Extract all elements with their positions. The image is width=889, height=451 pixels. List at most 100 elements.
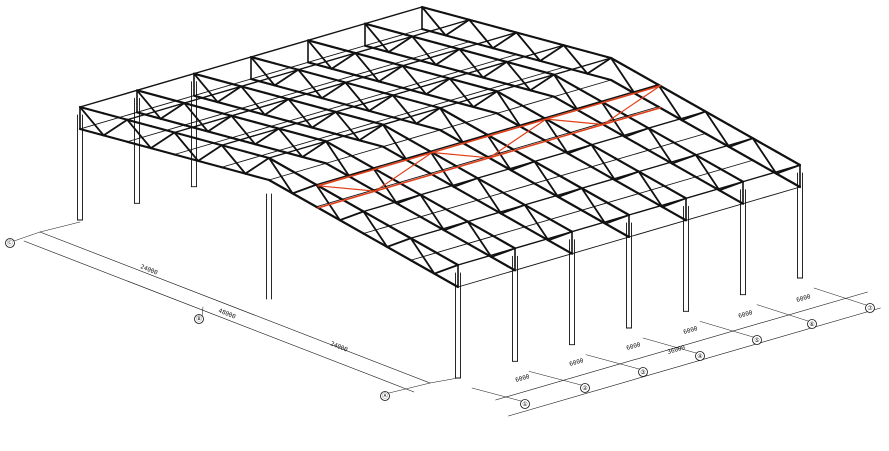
truss-web <box>354 52 380 83</box>
truss-bottom-chord <box>135 111 162 120</box>
brace-diagonal <box>488 118 547 159</box>
truss-top-chord <box>358 117 385 126</box>
truss-bottom-chord <box>751 159 778 175</box>
truss-top-chord <box>387 28 414 38</box>
axis-bubble-a: Ⓐ <box>380 391 390 401</box>
tie <box>268 79 612 181</box>
purlin <box>315 84 659 186</box>
highlighted-bracing <box>317 85 661 209</box>
truss-top-chord <box>609 56 636 73</box>
axis-bubble-7: ⑦ <box>865 303 875 313</box>
truss-bottom-chord <box>434 63 461 73</box>
truss-web <box>580 187 607 225</box>
truss-bottom-chord <box>718 189 745 205</box>
truss-web <box>254 127 280 146</box>
axis-bubble-1: ① <box>520 399 530 409</box>
truss-web <box>411 35 437 66</box>
truss-top-chord <box>192 72 219 82</box>
truss-web <box>173 131 200 162</box>
truss-bottom-chord <box>458 70 485 79</box>
truss-web <box>216 85 243 103</box>
truss-top-chord <box>751 137 778 153</box>
dim-line-short <box>495 291 868 401</box>
brace-bottom <box>488 140 547 159</box>
dim-ext-short <box>699 321 754 338</box>
truss-top-chord <box>306 39 333 48</box>
truss-bottom-chord <box>419 215 446 232</box>
truss-top-chord <box>401 64 428 74</box>
truss-top-chord <box>230 114 257 124</box>
truss-bottom-chord <box>443 229 469 245</box>
brace-top <box>374 151 433 170</box>
truss-top-chord <box>448 77 475 87</box>
truss-web <box>183 102 209 133</box>
truss-web <box>751 137 778 175</box>
truss-web <box>458 48 485 79</box>
truss-web <box>515 31 542 62</box>
truss-bottom-chord <box>405 158 432 175</box>
dim-short-total: 36000 <box>667 344 687 356</box>
truss-bottom-chord <box>547 239 574 255</box>
truss-bottom-chord <box>671 162 697 179</box>
axis-bubble-c: Ⓒ <box>5 238 15 248</box>
truss-web <box>220 144 247 175</box>
truss-top-chord <box>240 85 266 94</box>
truss-web <box>330 52 357 70</box>
axis-bubble-6: ⑥ <box>807 319 817 329</box>
truss-bottom-chord <box>429 172 455 188</box>
truss-top-chord <box>277 127 304 137</box>
truss-bottom-chord <box>704 132 731 148</box>
truss-bottom-chord <box>354 73 380 83</box>
truss-bottom-chord <box>291 192 318 208</box>
truss-bottom-chord <box>192 94 219 104</box>
dim-line-short-total <box>508 307 881 417</box>
dim-ext-short <box>471 387 522 402</box>
dim-ext-long <box>201 306 204 317</box>
truss-top-chord <box>368 87 394 97</box>
truss-web <box>434 48 461 66</box>
truss-bottom-chord <box>78 127 105 137</box>
truss-web <box>433 264 459 275</box>
truss-top-chord <box>420 5 447 15</box>
truss-web <box>409 237 436 275</box>
truss-top-chord <box>495 90 522 106</box>
truss-top-chord <box>433 250 460 267</box>
truss-bottom-chord <box>381 145 408 162</box>
tie <box>126 41 470 143</box>
dim-ext-short <box>642 337 697 354</box>
truss-bottom-chord <box>580 209 607 225</box>
truss-top-chord <box>519 103 546 120</box>
truss-bottom-chord <box>220 166 247 175</box>
truss-bottom-chord <box>244 172 271 182</box>
truss-top-chord <box>468 18 494 28</box>
truss-bottom-chord <box>372 188 398 205</box>
truss-top-chord <box>580 187 607 203</box>
truss-bottom-chord <box>159 117 186 127</box>
truss-top-chord <box>590 143 617 160</box>
truss-bottom-chord <box>472 105 499 115</box>
dim-ext-long <box>13 231 41 242</box>
truss-top-chord <box>354 51 380 61</box>
truss-web <box>338 210 365 222</box>
truss-top-chord <box>197 137 223 147</box>
truss-top-chord <box>315 183 341 200</box>
truss-bottom-chord <box>420 27 447 37</box>
truss-top-chord <box>249 55 276 65</box>
truss-top-chord <box>466 220 493 237</box>
truss-top-chord <box>159 95 186 105</box>
truss-web <box>448 77 475 108</box>
purlin <box>221 44 565 146</box>
truss-web <box>136 89 162 120</box>
truss-web <box>311 111 337 129</box>
tie <box>174 54 517 155</box>
truss-web <box>543 117 569 155</box>
truss-web <box>468 18 494 50</box>
brace-bottom <box>602 107 661 126</box>
truss-web <box>482 61 508 79</box>
truss-web <box>291 183 318 195</box>
truss-bottom-chord <box>358 139 385 148</box>
axis-label-b: Ⓑ <box>196 315 202 323</box>
truss-bottom-chord <box>694 175 721 192</box>
truss-top-chord <box>425 71 451 80</box>
